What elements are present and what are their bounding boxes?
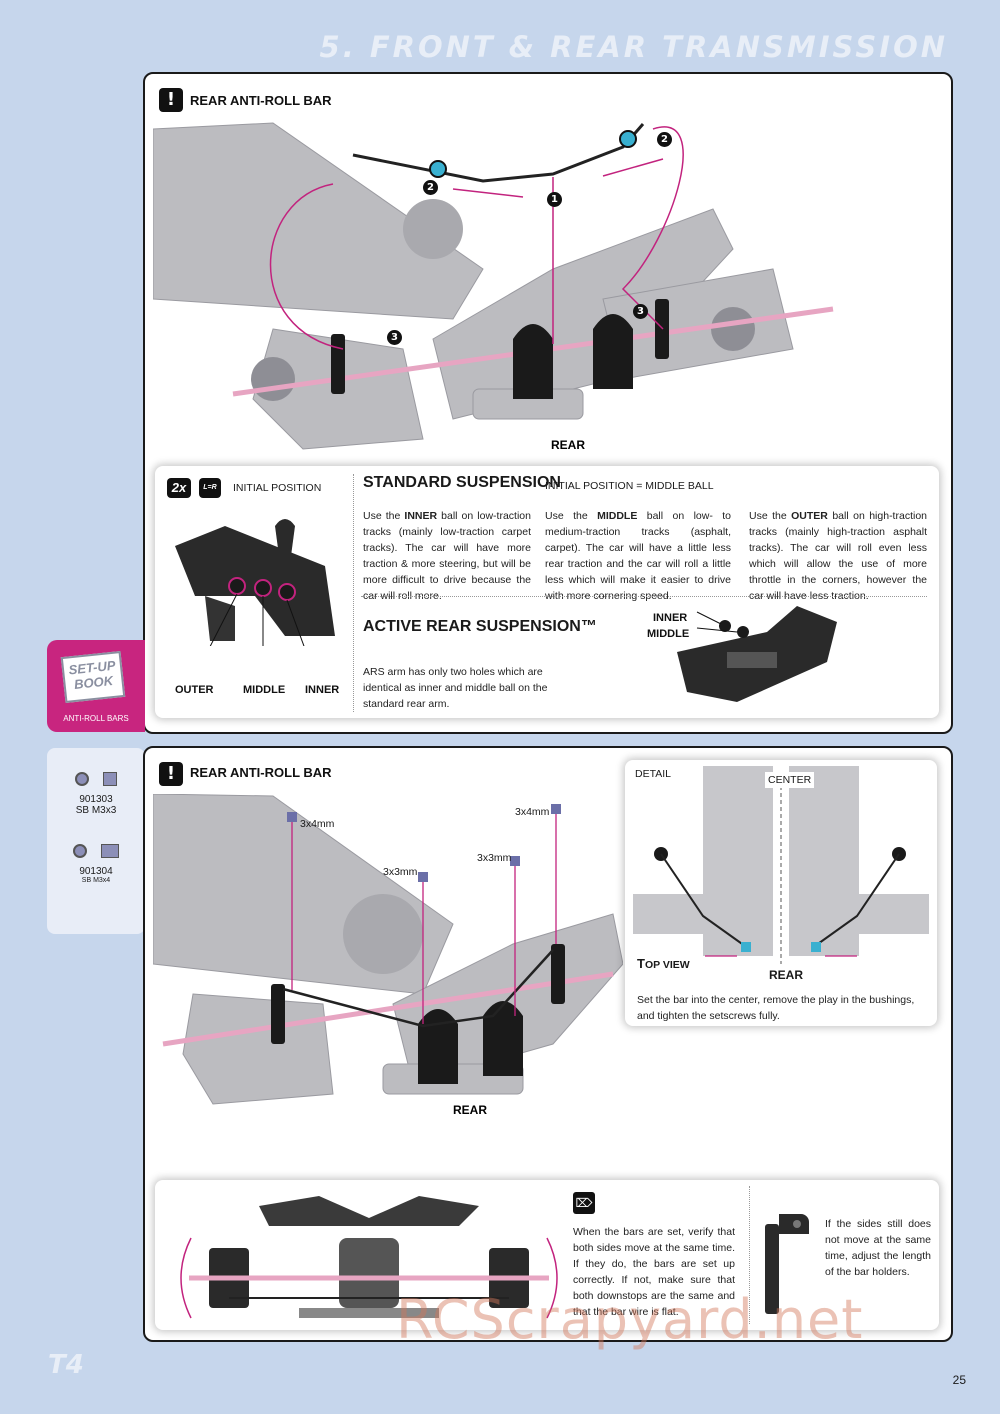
parts-sidebar: 901303 SB M3x3 901304 SB M3x4: [47, 748, 145, 934]
ars-description: ARS arm has only two holes which are ide…: [363, 666, 548, 710]
screw-label-3x4-left: 3x4mm: [300, 818, 335, 830]
center-label: CENTER: [765, 772, 815, 788]
rear-chassis-illustration: REAR: [153, 122, 834, 452]
standard-suspension-box: 2x L=R INITIAL POSITION OUTER MIDDLE INN…: [155, 466, 939, 718]
setscrew-icon: [72, 843, 87, 858]
section-divider: [361, 596, 927, 597]
setscrew-side-icon: [101, 843, 120, 858]
rear-chassis-setscrew-illustration: REAR: [153, 794, 623, 1117]
svg-text:REAR: REAR: [453, 1103, 487, 1117]
top-panel-title: REAR ANTI-ROLL BAR: [190, 93, 332, 108]
screw-label-3x3-right: 3x3mm: [477, 852, 512, 864]
verify-box: ⌦ When the bars are set, verify that bot…: [155, 1180, 939, 1330]
setup-book-icon: SET-UP BOOK: [60, 650, 126, 704]
warning-icon: !: [159, 762, 183, 786]
watermark: RCScrapyard.net: [396, 1288, 864, 1351]
ars-arm-illustration: [677, 606, 837, 702]
t4-logo: T4: [48, 1350, 84, 1380]
outer-ball-description: Use the OUTER ball on high-traction trac…: [749, 510, 927, 602]
warning-icon: !: [159, 88, 183, 112]
setup-book-tab: SET-UP BOOK ANTI-ROLL BARS: [47, 640, 145, 732]
standard-suspension-subtitle: INITIAL POSITION = MIDDLE BALL: [545, 480, 714, 492]
page-number: 25: [952, 1373, 966, 1387]
detail-box: DETAIL CENTER TOP VIEW: [625, 760, 937, 1026]
chassis-rear-view-illustration: [180, 1196, 558, 1319]
setscrew-side-icon: [103, 771, 118, 786]
svg-text:REAR: REAR: [551, 438, 585, 452]
screw-label-3x4-right: 3x4mm: [515, 806, 550, 818]
inner-ball-description: Use the INNER ball on low-traction track…: [363, 510, 531, 602]
part-901304: 901304 SB M3x4: [47, 842, 145, 884]
detail-label: DETAIL: [635, 768, 671, 780]
standard-suspension-title: STANDARD SUSPENSION: [363, 474, 561, 491]
ars-inner-label: INNER: [653, 612, 688, 624]
verify-description: When the bars are set, verify that both …: [573, 1226, 735, 1318]
setup-book-caption: ANTI-ROLL BARS: [63, 714, 129, 723]
step-number-1: 1: [547, 192, 562, 207]
step-number-3b: 3: [633, 304, 648, 319]
outer-label: OUTER: [175, 684, 214, 696]
ars-middle-label: MIDDLE: [647, 628, 690, 640]
top-view-illustration: [633, 766, 929, 964]
initial-position-label: INITIAL POSITION: [233, 482, 322, 494]
bar-holder-description: If the sides still does not move at the …: [825, 1218, 931, 1278]
ball-position-illustration: [175, 519, 335, 646]
ars-title: ACTIVE REAR SUSPENSION™: [363, 618, 597, 635]
section-title: 5. FRONT & REAR TRANSMISSION: [319, 30, 948, 64]
bottom-panel-title: REAR ANTI-ROLL BAR: [190, 765, 332, 780]
step-number-3a: 3: [387, 330, 402, 345]
bar-holder-illustration: [765, 1214, 809, 1314]
step-number-2b: 2: [657, 132, 672, 147]
top-view-label: TOP VIEW: [637, 956, 690, 971]
rear-label: REAR: [453, 1103, 487, 1117]
setscrew-icon: [74, 771, 89, 786]
detail-rear-label: REAR: [769, 968, 804, 982]
middle-ball-description: Use the MIDDLE ball on low- to medium-tr…: [545, 510, 732, 602]
inner-label: INNER: [305, 684, 340, 696]
quantity-badge: 2x: [167, 478, 191, 498]
middle-label: MIDDLE: [243, 684, 286, 696]
rear-label: REAR: [551, 438, 585, 452]
screw-label-3x3-left: 3x3mm: [383, 866, 418, 878]
column-divider: [353, 474, 354, 712]
detail-description: Set the bar into the center, remove the …: [637, 994, 915, 1022]
part-901303: 901303 SB M3x3: [47, 770, 145, 816]
step-number-2a: 2: [423, 180, 438, 195]
wrench-icon: ⌦: [573, 1192, 595, 1214]
bottom-panel: ! REAR ANTI-ROLL BAR: [143, 746, 953, 1342]
verify-divider: [749, 1186, 750, 1324]
lr-badge: L=R: [199, 478, 221, 498]
top-panel: ! REAR ANTI-ROLL BAR: [143, 72, 953, 734]
